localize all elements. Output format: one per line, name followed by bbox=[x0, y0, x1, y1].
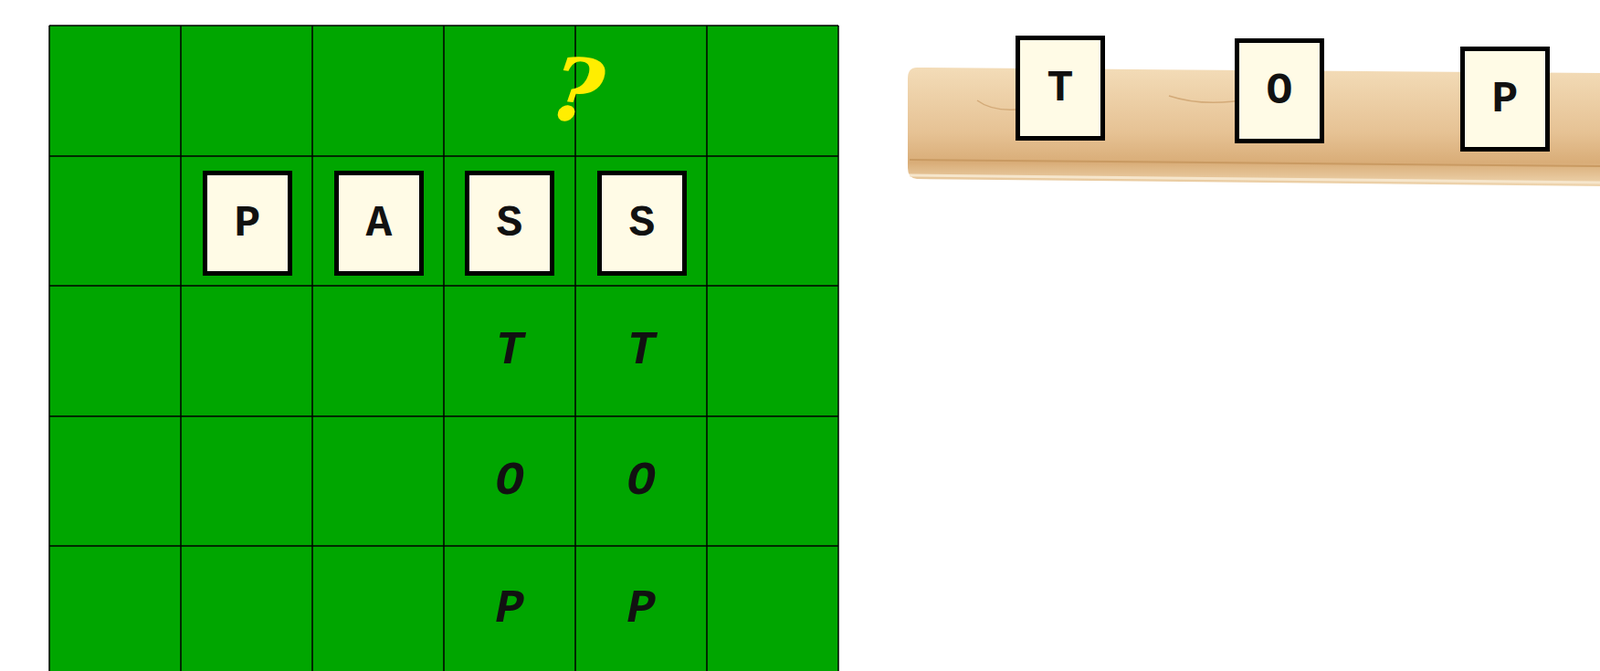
tile-letter: A bbox=[366, 201, 393, 246]
rack-tile: T bbox=[1015, 35, 1106, 141]
planned-letter: P bbox=[494, 586, 524, 634]
board-grid bbox=[49, 25, 839, 671]
tile-letter: S bbox=[496, 201, 524, 246]
rack-tile: O bbox=[1234, 38, 1325, 144]
board-ground bbox=[49, 25, 839, 671]
board-tile: S bbox=[464, 170, 555, 276]
planned-letter: O bbox=[494, 458, 524, 506]
rack-tile: P bbox=[1460, 46, 1550, 152]
planned-letter: O bbox=[626, 458, 655, 506]
tile-letter: P bbox=[234, 201, 262, 246]
tile-letter: O bbox=[1266, 69, 1294, 114]
board-tile: A bbox=[334, 170, 424, 276]
board-tile: S bbox=[597, 170, 687, 276]
board-tile: P bbox=[202, 170, 293, 276]
tile-letter: S bbox=[629, 201, 656, 246]
planned-letter: P bbox=[626, 586, 655, 634]
tile-letter: T bbox=[1047, 66, 1074, 111]
tile-letter: P bbox=[1492, 77, 1519, 122]
planned-letter: T bbox=[494, 327, 524, 376]
planned-letter: T bbox=[626, 327, 655, 376]
